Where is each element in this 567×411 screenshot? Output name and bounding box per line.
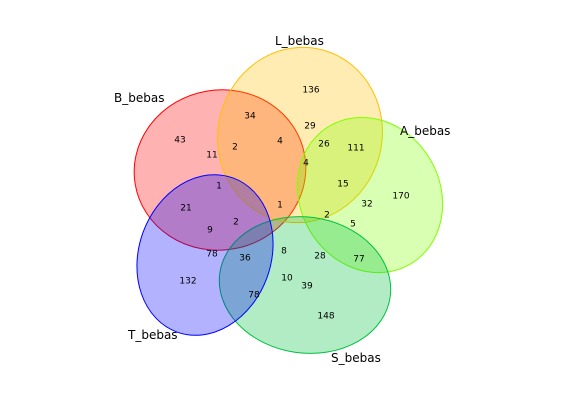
region-count: 2 xyxy=(232,143,238,153)
region-count: 132 xyxy=(179,277,196,287)
region-count: 2 xyxy=(233,218,239,228)
region-count: 26 xyxy=(318,140,330,150)
set-ellipse-a xyxy=(296,116,444,274)
set-ellipses xyxy=(133,46,444,354)
region-count: 29 xyxy=(304,122,316,132)
set-ellipse-t xyxy=(136,174,274,336)
region-count: 78 xyxy=(248,291,260,301)
region-count: 15 xyxy=(337,180,348,190)
set-label-l: L_bebas xyxy=(275,34,324,48)
region-count: 78 xyxy=(206,250,218,260)
region-count: 170 xyxy=(392,192,409,202)
region-count: 111 xyxy=(347,144,364,154)
region-count: 34 xyxy=(244,112,256,122)
set-labels: B_bebas L_bebas A_bebas S_bebas T_bebas xyxy=(114,34,450,365)
set-label-s: S_bebas xyxy=(331,351,381,365)
region-count: 5 xyxy=(350,220,356,230)
region-count: 39 xyxy=(301,282,313,292)
region-count: 2 xyxy=(324,211,330,221)
region-count: 43 xyxy=(174,136,185,146)
region-count: 4 xyxy=(303,159,309,169)
region-counts: 43 136 170 148 132 34 111 77 78 21 32 29… xyxy=(174,86,410,322)
set-label-t: T_bebas xyxy=(127,328,178,342)
set-ellipse-s xyxy=(218,216,392,354)
set-label-b: B_bebas xyxy=(114,91,164,105)
region-count: 32 xyxy=(361,200,372,210)
region-count: 21 xyxy=(180,204,191,214)
region-count: 11 xyxy=(206,151,217,161)
region-count: 148 xyxy=(317,312,334,322)
region-count: 1 xyxy=(277,201,283,211)
set-label-a: A_bebas xyxy=(400,124,450,138)
set-ellipse-b xyxy=(133,89,307,251)
region-count: 28 xyxy=(314,252,326,262)
region-count: 136 xyxy=(302,86,319,96)
region-count: 10 xyxy=(281,274,293,284)
region-count: 9 xyxy=(207,226,213,236)
region-count: 77 xyxy=(353,255,364,265)
region-count: 1 xyxy=(216,182,222,192)
region-count: 8 xyxy=(281,247,287,257)
set-ellipse-l xyxy=(217,46,383,224)
region-count: 36 xyxy=(239,254,251,264)
region-count: 4 xyxy=(277,137,283,147)
